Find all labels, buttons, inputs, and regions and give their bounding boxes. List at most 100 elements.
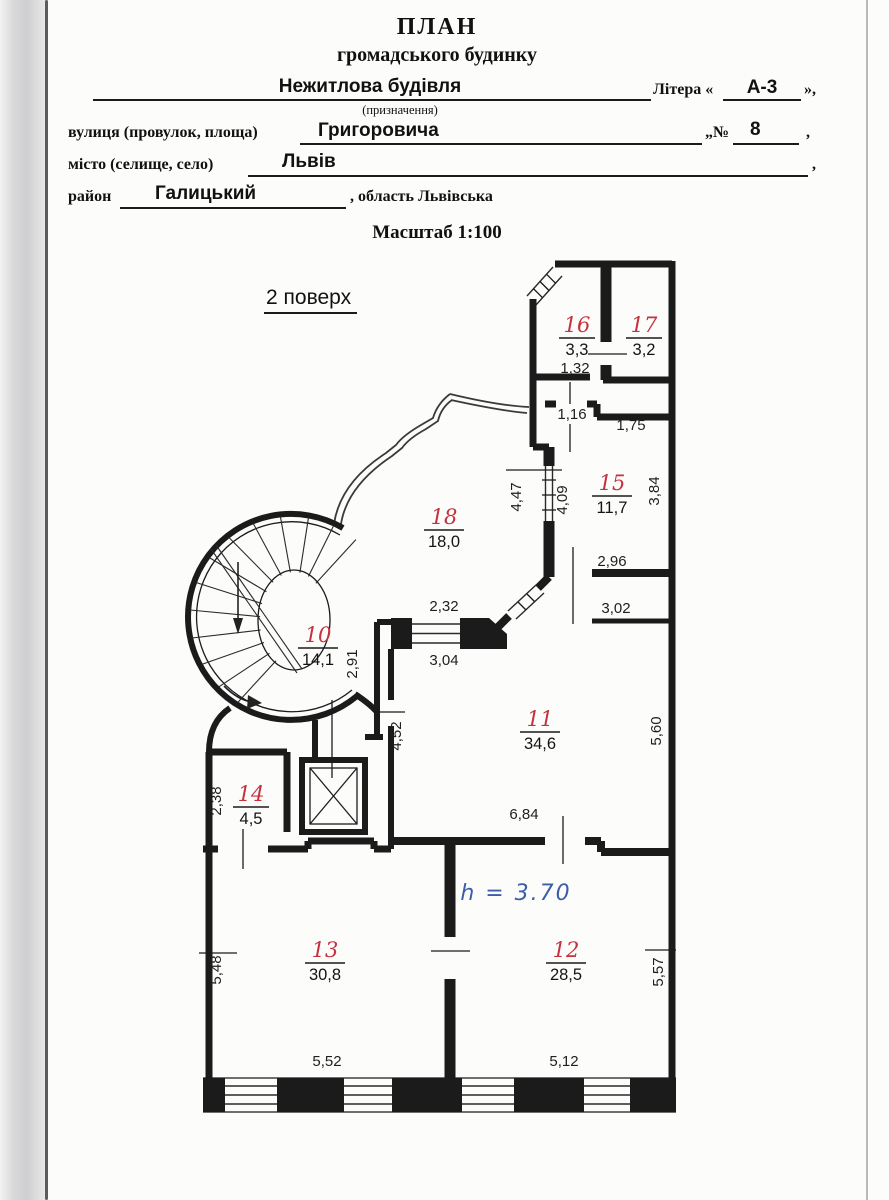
street-value: Григоровича: [318, 120, 439, 141]
room-10-number: 10: [305, 623, 332, 647]
height-annotation: h = 3.70: [460, 881, 571, 906]
diagonal-hatch-2: [517, 601, 527, 611]
litera-suffix: »,: [804, 81, 816, 98]
oblast-label: , область Львівська: [350, 188, 493, 205]
city-label: місто (селище, село): [68, 156, 214, 173]
dim-3-84: 3,84: [646, 476, 663, 505]
room-16-area: 3,3: [566, 341, 589, 359]
room-13-area: 30,8: [309, 966, 341, 984]
stair-newel: [257, 569, 331, 671]
street-comma: ,: [806, 124, 810, 141]
bay-wall-inner: [340, 399, 528, 525]
purpose-value: Нежитлова будівля: [278, 76, 462, 97]
room-12-number: 12: [553, 938, 580, 962]
stair-stringer-2: [215, 544, 303, 670]
stair-east-connector-wall: [353, 691, 380, 715]
floor-label: 2 поверх: [264, 286, 358, 314]
bottom-pier-2: [277, 1078, 344, 1112]
room-12-area: 28,5: [550, 966, 582, 984]
elevator-cab-outline: [309, 767, 358, 825]
dim-3-02: 3,02: [601, 600, 630, 617]
diagonal-window-a: [507, 584, 537, 612]
dim-2-32: 2,32: [429, 598, 458, 615]
street-underline: [300, 143, 702, 145]
dim-1-75: 1,75: [616, 417, 645, 434]
purpose-underline: [93, 99, 651, 101]
stair-treads: [190, 516, 357, 704]
dim-5-12: 5,12: [549, 1053, 578, 1070]
stair-inner-line: [195, 521, 353, 713]
dim-1-16: 1,16: [557, 406, 586, 423]
scan-right-edge: [866, 0, 868, 1200]
chamfer-hatch-3: [546, 273, 556, 284]
room-11-number: 11: [527, 707, 554, 731]
district-underline: [120, 207, 346, 209]
diagonal-hatch-1: [526, 593, 536, 603]
room-11-area: 34,6: [524, 735, 556, 753]
elevator-shaft: [299, 757, 368, 835]
room-15-area: 11,7: [597, 499, 628, 517]
city-value: Львів: [282, 151, 336, 172]
chamfer-hatch-1: [533, 288, 543, 299]
dim-4-47: 4,47: [508, 482, 525, 511]
passage-pier-right: [460, 618, 507, 649]
stair-west-connector-wall: [206, 705, 232, 753]
city-underline: [248, 175, 808, 177]
bottom-pier-4: [514, 1078, 584, 1112]
room-14-area: 4,5: [240, 810, 263, 828]
bottom-pier-1: [203, 1078, 225, 1112]
room-17-area: 3,2: [633, 341, 656, 359]
city-comma: ,: [812, 156, 816, 173]
room-15-number: 15: [599, 471, 626, 495]
scale-label: Масштаб 1:100: [372, 222, 502, 243]
bottom-windows: [225, 1085, 630, 1105]
litera-underline: [723, 99, 801, 101]
dim-1-32: 1,32: [560, 360, 589, 377]
diagonal-window-b: [515, 592, 545, 620]
room-18-number: 18: [431, 505, 458, 529]
district-label: район: [68, 188, 112, 205]
passage-pier-left: [391, 618, 412, 649]
house-number-value: 8: [750, 119, 761, 140]
dim-2-91: 2,91: [344, 649, 361, 678]
purpose-caption: (призначення): [362, 103, 438, 117]
bay-wall-outer: [333, 393, 530, 525]
house-number-label: „№: [705, 124, 730, 141]
stair-outer-wall: [185, 510, 359, 723]
street-label: вулиця (провулок, площа): [68, 124, 258, 141]
litera-value: А-3: [746, 77, 778, 98]
litera-label: Літера «: [653, 81, 714, 98]
diagonal-wall-lower: [494, 613, 512, 631]
bottom-pier-3: [392, 1078, 462, 1112]
house-number-underline: [733, 143, 799, 145]
elevator-cross-2: [309, 767, 358, 825]
scan-left-strip: [0, 0, 45, 1200]
room-16-number: 16: [564, 313, 591, 337]
diagonal-wall-upper: [535, 574, 552, 591]
dim-4-52: 4,52: [388, 721, 405, 750]
stair-stringer-1: [210, 548, 298, 674]
bottom-pier-5: [630, 1078, 676, 1112]
room-18-area: 18,0: [428, 533, 460, 551]
page-subtitle: громадського будинку: [336, 44, 538, 66]
chamfer-hatch-2: [539, 281, 550, 291]
dim-4-09: 4,09: [554, 485, 571, 514]
district-value: Галицький: [155, 183, 257, 204]
dim-5-60: 5,60: [648, 716, 665, 745]
scan-page-edge: [45, 0, 48, 1200]
room-13-number: 13: [312, 938, 339, 962]
stair-arrow-head: [233, 618, 243, 634]
room-14-number: 14: [238, 782, 265, 806]
room-17-number: 17: [631, 313, 658, 337]
room-10-area: 14,1: [302, 651, 334, 669]
dim-5-48: 5,48: [208, 955, 225, 984]
dim-5-52: 5,52: [312, 1053, 341, 1070]
dim-5-57: 5,57: [650, 957, 667, 986]
dim-3-04: 3,04: [429, 652, 458, 669]
page-title: ПЛАН: [396, 14, 478, 40]
dim-6-84: 6,84: [509, 806, 538, 823]
dim-2-38: 2,38: [208, 786, 225, 815]
stair-arrow-head-2: [247, 695, 262, 709]
